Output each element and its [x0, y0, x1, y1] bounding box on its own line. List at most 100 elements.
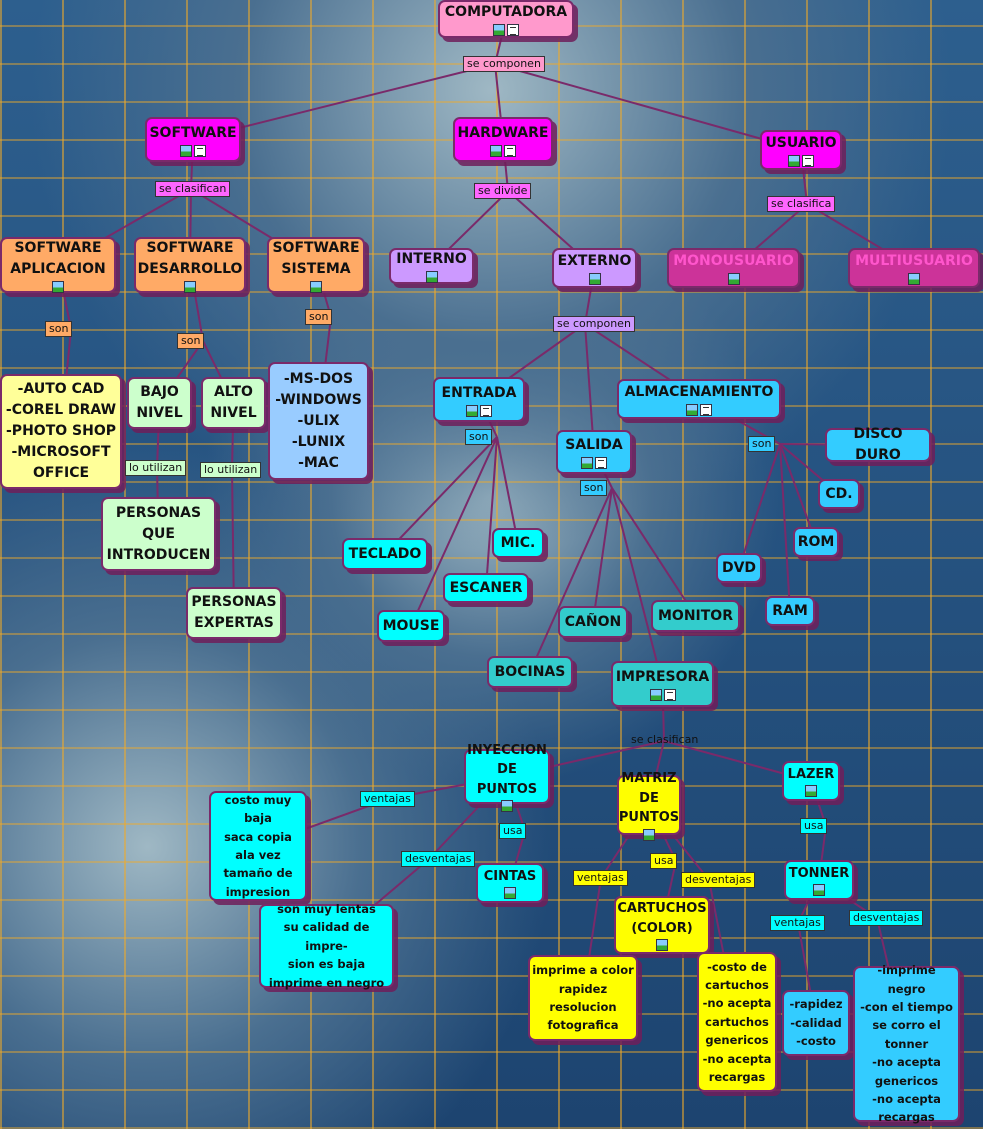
concept-node-teclado[interactable]: TECLADO: [342, 538, 428, 570]
link-phrase-l-loutil2[interactable]: lo utilizan: [200, 462, 262, 478]
link-phrase-l-son-ent[interactable]: son: [465, 429, 493, 445]
link-phrase-l-vent3[interactable]: ventajas: [770, 915, 825, 931]
document-resource-icon[interactable]: [504, 144, 516, 157]
image-resource-icon[interactable]: [504, 887, 516, 900]
concept-node-rom[interactable]: ROM: [793, 527, 839, 557]
image-resource-icon[interactable]: [813, 884, 825, 897]
image-resource-icon[interactable]: [184, 280, 196, 293]
image-resource-icon[interactable]: [656, 939, 668, 951]
link-line: [496, 436, 519, 544]
document-resource-icon[interactable]: [663, 689, 676, 701]
concept-node-almacenamiento[interactable]: ALMACENAMIENTO: [617, 379, 781, 419]
image-resource-icon[interactable]: [493, 24, 505, 36]
concept-node-apps[interactable]: -AUTO CAD -COREL DRAW -PHOTO SHOP -MICRO…: [0, 374, 122, 489]
link-phrase-l-secomp1[interactable]: se componen: [463, 56, 545, 72]
link-phrase-l-loutil1[interactable]: lo utilizan: [125, 460, 187, 476]
link-phrase-l-son3[interactable]: son: [177, 333, 205, 349]
image-resource-icon[interactable]: [180, 144, 192, 157]
concept-node-entrada[interactable]: ENTRADA: [433, 377, 525, 422]
image-resource-icon[interactable]: [581, 457, 593, 469]
link-phrase-l-son1[interactable]: son: [45, 321, 73, 337]
concept-node-canon[interactable]: CAÑON: [558, 606, 628, 638]
concept-node-dvd[interactable]: DVD: [716, 553, 762, 583]
image-resource-icon[interactable]: [52, 280, 64, 293]
document-resource-icon[interactable]: [480, 404, 492, 417]
concept-node-inyeccion[interactable]: INYECCION DE PUNTOS: [464, 743, 550, 813]
link-phrase-l-vent2[interactable]: ventajas: [573, 870, 628, 886]
concept-node-disco[interactable]: DISCO DURO: [825, 426, 931, 463]
concept-node-lazer[interactable]: LAZER: [782, 761, 840, 801]
concept-node-impresora[interactable]: IMPRESORA: [611, 661, 714, 707]
concept-node-ram[interactable]: RAM: [765, 596, 815, 626]
concept-node-usuario[interactable]: USUARIO: [760, 130, 842, 170]
document-resource-icon[interactable]: [700, 404, 712, 416]
concept-node-multiusuario[interactable]: MULTIUSUARIO: [848, 248, 980, 288]
concept-node-hardware[interactable]: HARDWARE: [453, 117, 553, 162]
concept-node-cintas[interactable]: CINTAS: [476, 863, 544, 903]
link-phrase-l-seclasifica[interactable]: se clasifica: [767, 196, 836, 212]
concept-label: INTERNO: [396, 251, 467, 267]
link-line: [592, 487, 613, 623]
link-phrase-l-seclasif2[interactable]: se clasifican: [631, 733, 699, 746]
document-resource-icon[interactable]: [194, 144, 206, 157]
concept-node-computadora[interactable]: COMPUTADORA: [438, 0, 574, 38]
link-phrase-l-son-sal[interactable]: son: [580, 480, 608, 496]
document-resource-icon[interactable]: [595, 457, 607, 469]
link-phrase-l-son-alm[interactable]: son: [748, 436, 776, 452]
link-phrase-l-usa3[interactable]: usa: [800, 818, 828, 834]
image-resource-icon[interactable]: [908, 273, 920, 285]
image-resource-icon[interactable]: [310, 280, 322, 293]
image-resource-icon[interactable]: [649, 689, 662, 701]
link-phrase-l-sedivide[interactable]: se divide: [474, 183, 532, 199]
image-resource-icon[interactable]: [490, 144, 502, 157]
image-resource-icon[interactable]: [686, 404, 698, 416]
concept-node-monousuario[interactable]: MONOUSUARIO: [667, 248, 800, 288]
document-resource-icon[interactable]: [802, 155, 814, 167]
link-phrase-l-desv2[interactable]: desventajas: [681, 872, 756, 888]
image-resource-icon[interactable]: [425, 271, 438, 283]
image-resource-icon[interactable]: [788, 155, 800, 167]
image-resource-icon[interactable]: [501, 800, 513, 813]
concept-node-monitor[interactable]: MONITOR: [651, 600, 740, 632]
concept-node-salida[interactable]: SALIDA: [556, 430, 632, 474]
image-resource-icon[interactable]: [643, 828, 655, 841]
concept-node-personas-exp[interactable]: PERSONAS EXPERTAS: [186, 587, 282, 639]
concept-node-bajo[interactable]: BAJO NIVEL: [127, 377, 192, 429]
concept-node-mouse[interactable]: MOUSE: [377, 610, 445, 642]
concept-node-iny-vent[interactable]: costo muy baja saca copia ala vez tamaño…: [209, 791, 307, 901]
link-phrase-l-vent1[interactable]: ventajas: [360, 791, 415, 807]
concept-node-matriz[interactable]: MATRIZ DE PUNTOS: [617, 771, 681, 841]
concept-node-mic[interactable]: MIC.: [492, 528, 544, 558]
image-resource-icon[interactable]: [805, 785, 817, 798]
concept-node-tonner[interactable]: TONNER: [784, 860, 854, 900]
concept-node-cartuchos[interactable]: CARTUCHOS (COLOR): [614, 896, 710, 954]
image-resource-icon[interactable]: [466, 404, 478, 417]
concept-node-cd[interactable]: CD.: [818, 479, 860, 509]
link-phrase-l-usa1[interactable]: usa: [499, 823, 527, 839]
concept-node-interno[interactable]: INTERNO: [389, 248, 474, 284]
concept-node-mat-desv[interactable]: -costo de cartuchos -no acepta cartuchos…: [697, 952, 777, 1092]
image-resource-icon[interactable]: [727, 273, 740, 285]
concept-node-externo[interactable]: EXTERNO: [552, 248, 637, 288]
concept-node-laz-vent[interactable]: -rapidez -calidad -costo: [782, 990, 850, 1056]
link-phrase-l-seclasif1[interactable]: se clasifican: [155, 181, 231, 197]
link-phrase-l-son2[interactable]: son: [305, 309, 333, 325]
image-resource-icon[interactable]: [588, 273, 601, 285]
concept-node-iny-desv[interactable]: son muy lentas su calidad de impre- sion…: [259, 902, 394, 990]
concept-node-alto[interactable]: ALTO NIVEL: [201, 377, 266, 429]
concept-node-sw-desarrollo[interactable]: SOFTWARE DESARROLLO: [134, 237, 246, 293]
link-phrase-l-secomp2[interactable]: se componen: [553, 316, 635, 332]
concept-node-escaner[interactable]: ESCANER: [443, 573, 529, 603]
concept-node-sw-aplicacion[interactable]: SOFTWARE APLICACION: [0, 237, 116, 293]
link-phrase-l-usa2[interactable]: usa: [650, 853, 678, 869]
concept-node-sw-sistema[interactable]: SOFTWARE SISTEMA: [267, 237, 365, 293]
concept-node-bocinas[interactable]: BOCINAS: [487, 656, 573, 688]
link-phrase-l-desv3[interactable]: desventajas: [849, 910, 924, 926]
document-resource-icon[interactable]: [507, 24, 519, 36]
concept-node-mat-vent[interactable]: imprime a color rapidez resolucion fotog…: [528, 955, 638, 1041]
link-phrase-l-desv1[interactable]: desventajas: [401, 851, 476, 867]
concept-node-laz-desv[interactable]: -imprime negro -con el tiempo se corro e…: [853, 963, 960, 1124]
concept-node-sistemas[interactable]: -MS-DOS -WINDOWS -ULIX -LUNIX -MAC: [268, 362, 369, 480]
concept-node-personas-intro[interactable]: PERSONAS QUE INTRODUCEN: [101, 497, 216, 571]
concept-node-software[interactable]: SOFTWARE: [145, 117, 241, 162]
